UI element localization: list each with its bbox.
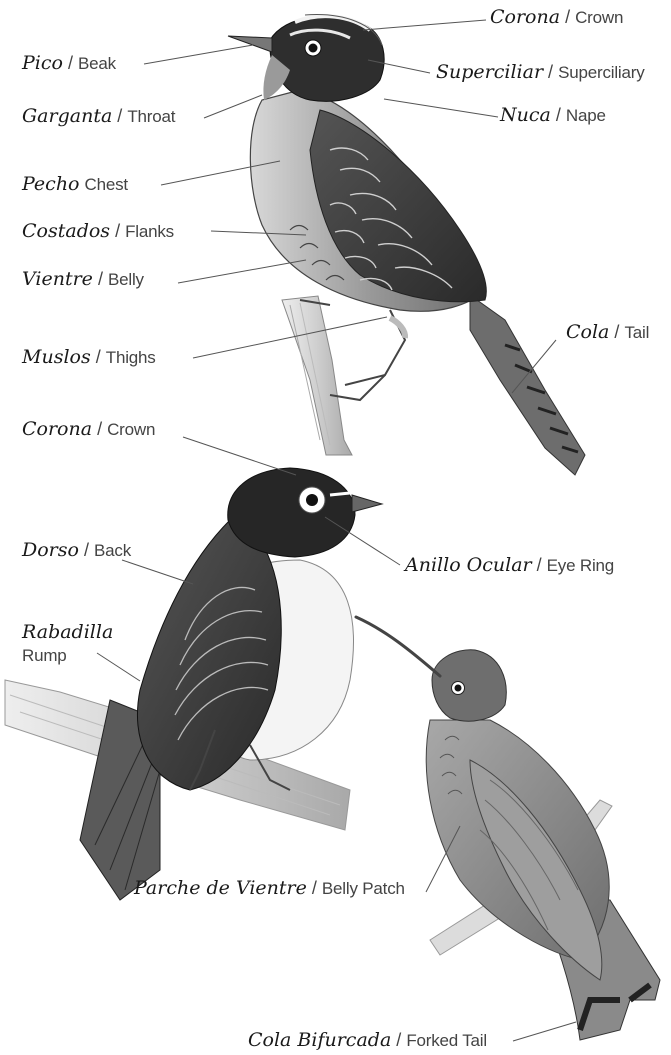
label-rump: Rabadilla Rump [22,620,113,668]
back-sep: / [84,540,89,560]
thighs-sep: / [96,347,101,367]
label-thighs: Muslos / Thighs [22,347,156,368]
belly-patch-sep: / [312,878,317,898]
leader-crown-top [363,20,486,30]
belly-patch-en: Belly Patch [322,879,405,898]
eye-ring-es: Anillo Ocular [405,554,532,576]
forked-tail-es: Cola Bifurcada [248,1029,391,1051]
label-eye-ring: Anillo Ocular / Eye Ring [405,555,614,576]
tail-es: Cola [566,321,609,343]
chest-en: Chest [85,175,128,194]
superciliary-en: Superciliary [558,63,644,82]
hummingbird-illustration [356,617,660,1040]
crown-mid-en: Crown [107,420,155,439]
thighs-es: Muslos [22,346,91,368]
label-tail: Cola / Tail [566,322,649,343]
flanks-sep: / [115,221,120,241]
crown-mid-es: Corona [22,418,92,440]
thighs-en: Thighs [106,348,156,367]
leader-belly [178,260,306,283]
label-back: Dorso / Back [22,540,131,561]
flanks-es: Costados [22,220,110,242]
superciliary-sep: / [548,62,553,82]
nape-sep: / [556,105,561,125]
rump-en: Rump [22,644,113,668]
forked-tail-sep: / [396,1030,401,1050]
label-beak: Pico / Beak [22,53,116,74]
sparrow-illustration [228,16,585,475]
rump-es: Rabadilla [22,620,113,644]
leader-crown-mid [183,437,296,475]
back-en: Back [94,541,131,560]
beak-es: Pico [22,52,63,74]
leader-forked-tail [513,1022,576,1041]
label-throat: Garganta / Throat [22,106,175,127]
label-belly: Vientre / Belly [22,269,144,290]
throat-sep: / [117,106,122,126]
label-forked-tail: Cola Bifurcada / Forked Tail [248,1030,487,1051]
leader-nape [384,99,498,117]
throat-en: Throat [127,107,175,126]
label-belly-patch: Parche de Vientre / Belly Patch [134,878,405,899]
tail-en: Tail [624,323,649,342]
flanks-en: Flanks [125,222,174,241]
belly-patch-es: Parche de Vientre [134,877,307,899]
crown-top-en: Crown [575,8,623,27]
label-crown-mid: Corona / Crown [22,419,155,440]
throat-es: Garganta [22,105,112,127]
belly-en: Belly [108,270,144,289]
nape-es: Nuca [500,104,551,126]
label-superciliary: Superciliar / Superciliary [436,62,645,83]
belly-es: Vientre [22,268,93,290]
label-flanks: Costados / Flanks [22,221,174,242]
crown-top-es: Corona [490,6,560,28]
leader-back [122,560,193,584]
label-crown-top: Corona / Crown [490,7,623,28]
flycatcher-illustration [5,468,382,900]
crown-top-sep: / [565,7,570,27]
leader-beak [144,45,253,64]
crown-mid-sep: / [97,419,102,439]
tail-sep: / [614,322,619,342]
back-es: Dorso [22,539,79,561]
eye-ring-sep: / [537,555,542,575]
belly-sep: / [98,269,103,289]
beak-en: Beak [78,54,116,73]
leader-throat [204,95,262,118]
label-nape: Nuca / Nape [500,105,606,126]
forked-tail-en: Forked Tail [406,1031,487,1050]
chest-es: Pecho [22,173,80,195]
superciliary-es: Superciliar [436,61,543,83]
beak-sep: / [68,53,73,73]
nape-en: Nape [566,106,606,125]
eye-ring-en: Eye Ring [547,556,614,575]
label-chest: Pecho Chest [22,174,128,195]
